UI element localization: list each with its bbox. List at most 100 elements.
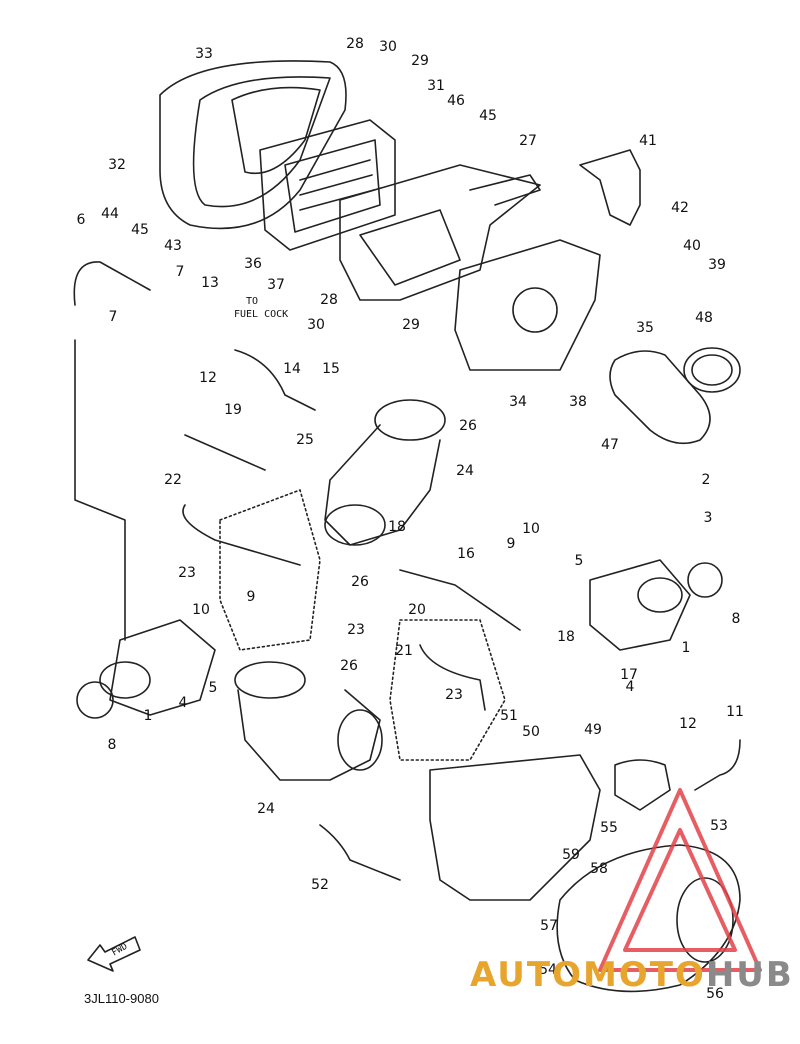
callout-54: 54 bbox=[539, 962, 557, 978]
callout-50: 50 bbox=[522, 724, 540, 740]
hose-22 bbox=[182, 504, 301, 566]
callout-26: 26 bbox=[459, 418, 477, 434]
callout-39: 39 bbox=[708, 257, 726, 273]
carburetor-outline-2 bbox=[389, 619, 506, 761]
callout-48: 48 bbox=[695, 310, 713, 326]
callout-30: 30 bbox=[379, 39, 397, 55]
callout-13: 13 bbox=[201, 275, 219, 291]
callout-18b: 18 bbox=[557, 629, 575, 645]
callout-43: 43 bbox=[164, 238, 182, 254]
fwd-arrow-icon bbox=[87, 936, 141, 972]
intake-joint-upper bbox=[324, 399, 446, 546]
callout-40: 40 bbox=[683, 238, 701, 254]
callout-4: 4 bbox=[625, 679, 635, 695]
callout-16: 16 bbox=[457, 546, 475, 562]
callout-47: 47 bbox=[601, 437, 619, 453]
callout-5: 5 bbox=[574, 553, 584, 569]
mounting-bracket bbox=[429, 754, 601, 901]
callout-21: 21 bbox=[395, 643, 413, 659]
callout-15: 15 bbox=[322, 361, 340, 377]
diagram-code: 3JL110-9080 bbox=[84, 991, 159, 1006]
callout-45: 45 bbox=[479, 108, 497, 124]
callout-57: 57 bbox=[540, 918, 558, 934]
callout-9: 9 bbox=[506, 536, 516, 552]
callout-56: 56 bbox=[706, 986, 724, 1002]
callout-8: 8 bbox=[731, 611, 741, 627]
callout-46: 46 bbox=[447, 93, 465, 109]
callout-24b: 24 bbox=[257, 801, 275, 817]
callout-24: 24 bbox=[456, 463, 474, 479]
air-filter-element bbox=[259, 119, 396, 251]
callout-41: 41 bbox=[639, 133, 657, 149]
watermark-text: AUTOMOTOHUB bbox=[470, 955, 794, 995]
fuel-hose bbox=[234, 349, 316, 411]
callout-29: 29 bbox=[411, 53, 429, 69]
hose-11 bbox=[694, 739, 741, 791]
watermark-part2: HUB bbox=[705, 955, 794, 995]
callout-28b: 28 bbox=[320, 292, 338, 308]
callout-4b: 4 bbox=[178, 695, 188, 711]
callout-1b: 1 bbox=[143, 708, 153, 724]
callout-26c: 26 bbox=[340, 658, 358, 674]
callout-31: 31 bbox=[427, 78, 445, 94]
intake-joint-lower bbox=[234, 661, 383, 781]
callout-55: 55 bbox=[600, 820, 618, 836]
air-cleaner-case bbox=[339, 164, 541, 301]
callout-1: 1 bbox=[681, 640, 691, 656]
callout-6: 6 bbox=[76, 212, 86, 228]
bracket bbox=[579, 149, 641, 226]
callout-20: 20 bbox=[408, 602, 426, 618]
callout-22: 22 bbox=[164, 472, 182, 488]
callout-49: 49 bbox=[584, 722, 602, 738]
callout-11: 11 bbox=[726, 704, 744, 720]
callout-29b: 29 bbox=[402, 317, 420, 333]
side-cover bbox=[454, 239, 601, 371]
intake-manifold-front bbox=[76, 619, 216, 719]
callout-2: 2 bbox=[701, 472, 711, 488]
callout-37: 37 bbox=[267, 277, 285, 293]
callout-7: 7 bbox=[175, 264, 185, 280]
sub-joint bbox=[614, 759, 671, 811]
callout-19: 19 bbox=[224, 402, 242, 418]
callout-32: 32 bbox=[108, 157, 126, 173]
note-fuel-cock: FUEL COCK bbox=[234, 309, 289, 320]
callout-26b: 26 bbox=[351, 574, 369, 590]
callout-27: 27 bbox=[519, 133, 537, 149]
note-to: TO bbox=[246, 296, 259, 307]
callout-44: 44 bbox=[101, 206, 119, 222]
breather-hose bbox=[73, 261, 151, 306]
callout-7b: 7 bbox=[108, 309, 118, 325]
callout-30b: 30 bbox=[307, 317, 325, 333]
intake-joint-rear bbox=[609, 347, 741, 445]
air-cleaner-cover bbox=[159, 60, 347, 230]
callout-18: 18 bbox=[388, 519, 406, 535]
callout-52: 52 bbox=[311, 877, 329, 893]
carburetor-outline bbox=[219, 489, 321, 651]
intake-manifold-rear bbox=[589, 559, 723, 651]
callout-9b: 9 bbox=[246, 589, 256, 605]
callout-12: 12 bbox=[199, 370, 217, 386]
leader-line bbox=[74, 339, 126, 641]
callout-10b: 10 bbox=[192, 602, 210, 618]
vacuum-hose bbox=[184, 434, 266, 471]
callout-14: 14 bbox=[283, 361, 301, 377]
callout-25: 25 bbox=[296, 432, 314, 448]
callout-10: 10 bbox=[522, 521, 540, 537]
callout-23: 23 bbox=[178, 565, 196, 581]
callout-28: 28 bbox=[346, 36, 364, 52]
callout-59: 59 bbox=[562, 847, 580, 863]
callout-58: 58 bbox=[590, 861, 608, 877]
callout-53: 53 bbox=[710, 818, 728, 834]
callout-38: 38 bbox=[569, 394, 587, 410]
hose-52 bbox=[319, 824, 401, 881]
callout-8b: 8 bbox=[107, 737, 117, 753]
callout-5b: 5 bbox=[208, 680, 218, 696]
callout-36: 36 bbox=[244, 256, 262, 272]
callout-33: 33 bbox=[195, 46, 213, 62]
hose-21 bbox=[419, 644, 486, 711]
callout-42: 42 bbox=[671, 200, 689, 216]
callout-23b: 23 bbox=[347, 622, 365, 638]
callout-12b: 12 bbox=[679, 716, 697, 732]
